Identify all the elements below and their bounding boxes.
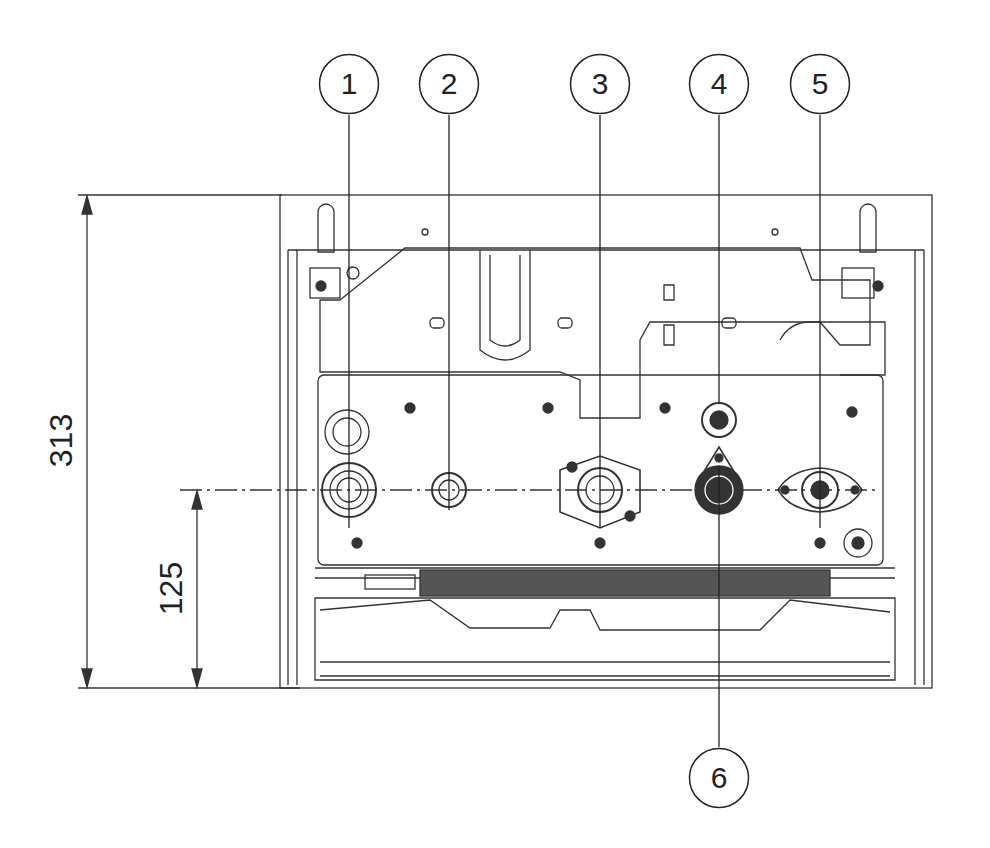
callout-number: 5: [789, 53, 851, 101]
callout-circle: 4: [688, 53, 750, 115]
dimension-lines: [78, 195, 880, 688]
callout-number: 2: [418, 53, 480, 101]
callout-circle: 1: [318, 53, 380, 115]
burner-area: [315, 568, 895, 680]
callout-circle: 3: [569, 53, 631, 115]
callout-number: 1: [318, 53, 380, 101]
callout-number: 6: [688, 747, 750, 795]
callout-number: 4: [688, 53, 750, 101]
housing: [280, 195, 932, 688]
leader-lines: [349, 115, 820, 747]
callout-circle: 2: [418, 53, 480, 115]
dimension-text: 313: [43, 411, 80, 468]
callout-circle: 6: [688, 747, 750, 809]
dimension-text: 125: [153, 559, 190, 616]
callout-number: 3: [569, 53, 631, 101]
callout-circle: 5: [789, 53, 851, 115]
